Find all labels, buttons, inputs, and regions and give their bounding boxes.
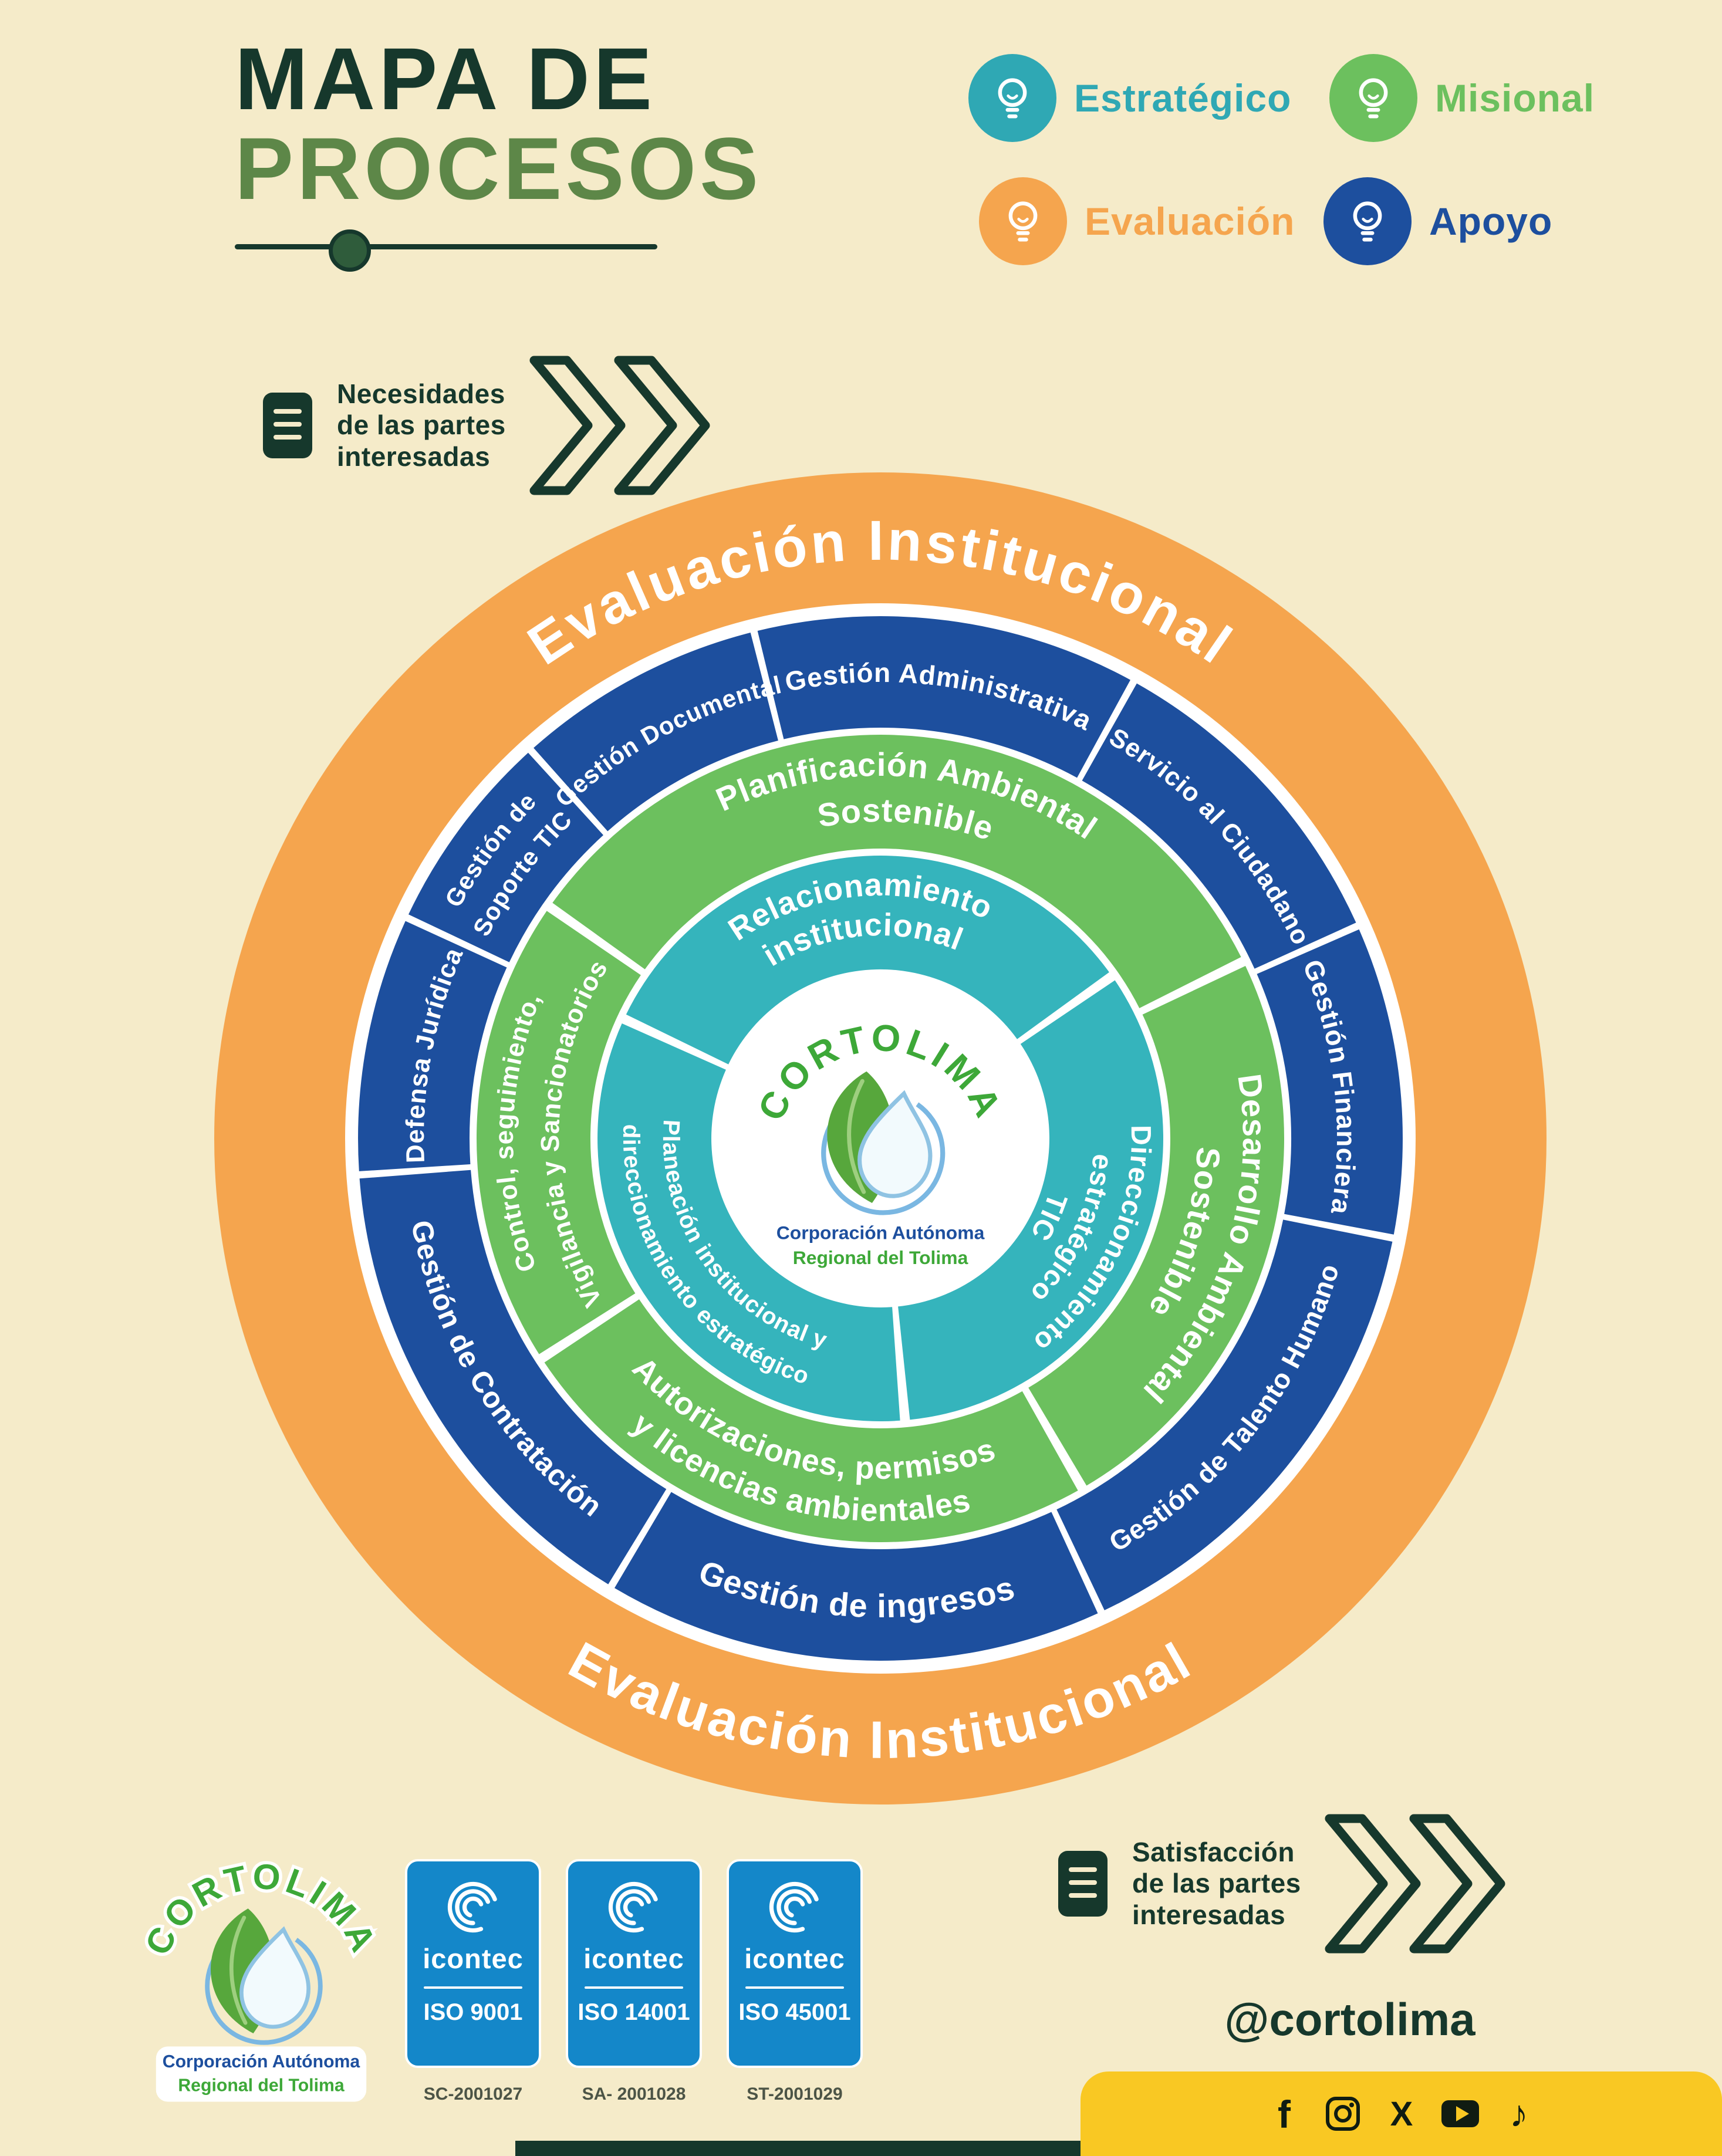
- legend-item-misional: Misional: [1329, 54, 1595, 142]
- satisfaction-text: Satisfacción de las partes interesadas: [1132, 1837, 1301, 1931]
- needs-block: Necesidades de las partes interesadas: [258, 352, 725, 499]
- certificate-code: ST-2001029: [747, 2084, 843, 2104]
- tiktok-icon[interactable]: ♪: [1510, 2093, 1528, 2135]
- logo-waterdrop-icon: [857, 1090, 933, 1198]
- segment-apoyo-6: [358, 921, 507, 1171]
- segment-misional-3: [477, 911, 641, 1354]
- segment-apoyo-0: [757, 616, 1130, 778]
- lightbulb-glyph: [1359, 78, 1388, 119]
- lightbulb-icon: [1323, 177, 1412, 265]
- needs-line: de las partes: [337, 410, 506, 441]
- legend-item-apoyo: Apoyo: [1323, 177, 1552, 265]
- segment-apoyo-2: [1257, 929, 1403, 1235]
- segment-misional-0: [552, 735, 1241, 1008]
- needs-line: Necesidades: [337, 378, 505, 409]
- segment-estrategico-2: [597, 1023, 900, 1421]
- lightbulb-icon: [1329, 54, 1417, 142]
- legend-item-estratgico: Estratégico: [968, 54, 1291, 142]
- document-icon: [1058, 1851, 1108, 1917]
- lightbulb-icon: [968, 54, 1056, 142]
- badge-divider: [745, 1986, 844, 1989]
- lightbulb-glyph: [1353, 201, 1382, 242]
- segment-estrategico-0: [626, 856, 1109, 1065]
- segment-apoyo-8: [534, 633, 778, 832]
- document-icon: [263, 393, 312, 458]
- page-title: MAPA DE PROCESOS: [235, 29, 762, 272]
- x-icon[interactable]: X: [1390, 2095, 1413, 2133]
- lightbulb-glyph: [1008, 201, 1038, 242]
- icontec-label: icontec: [583, 1943, 684, 1974]
- segment-estrategico-1: [898, 980, 1164, 1420]
- segment-misional-2: [544, 1299, 1078, 1543]
- title-rule-dot: [329, 229, 371, 272]
- segment-apoyo-4: [614, 1492, 1098, 1661]
- needs-text: Necesidades de las partes interesadas: [337, 379, 506, 472]
- lightbulb-icon: [979, 177, 1067, 265]
- segment-apoyo-3: [1056, 1219, 1393, 1610]
- double-chevron-icon: [529, 356, 710, 495]
- icontec-label: icontec: [744, 1943, 845, 1974]
- icontec-spiral-icon: [608, 1881, 658, 1933]
- logo-line2: Regional del Tolima: [793, 1247, 968, 1268]
- iso-standard-label: ISO 45001: [738, 1999, 851, 2025]
- svg-text:♪: ♪: [1510, 2093, 1528, 2135]
- logo-line1: Corporación Autónoma: [163, 2052, 360, 2071]
- double-chevron-icon: [1325, 1814, 1505, 1954]
- badge-divider: [585, 1986, 683, 1989]
- svg-text:X: X: [1390, 2095, 1413, 2133]
- logo-line2: Regional del Tolima: [178, 2076, 345, 2096]
- segment-misional-1: [1028, 966, 1285, 1486]
- satisfaction-block: Satisfacción de las partes interesadas: [1054, 1810, 1521, 1957]
- badge-divider: [424, 1986, 522, 1989]
- social-handle[interactable]: @cortolima: [1224, 1993, 1475, 2045]
- segment-apoyo-7: [408, 752, 603, 962]
- certificate-code: SC-2001027: [423, 2084, 523, 2104]
- youtube-icon[interactable]: [1441, 2100, 1479, 2127]
- segment-apoyo-5: [359, 1170, 667, 1584]
- logo-line1: Corporación Autónoma: [776, 1222, 985, 1243]
- logo-text-box: [156, 2046, 367, 2102]
- facebook-icon[interactable]: f: [1278, 2093, 1291, 2136]
- title-rule: [235, 229, 657, 272]
- legend-label: Apoyo: [1429, 200, 1553, 243]
- iso-standard-label: ISO 14001: [578, 1999, 690, 2025]
- satisfaction-line: interesadas: [1132, 1899, 1286, 1930]
- iso-standard-label: ISO 9001: [423, 1999, 523, 2025]
- certificate-code: SA- 2001028: [582, 2084, 686, 2104]
- social-bar: f X ♪: [1081, 2071, 1722, 2156]
- icontec-label: icontec: [423, 1943, 524, 1974]
- svg-text:f: f: [1278, 2093, 1291, 2136]
- instagram-icon[interactable]: [1325, 2097, 1360, 2131]
- icontec-spiral-icon: [769, 1881, 819, 1933]
- needs-line: interesadas: [337, 441, 491, 472]
- title-line1: MAPA DE: [235, 29, 656, 128]
- title-line2: PROCESOS: [235, 119, 762, 218]
- icontec-spiral-icon: [447, 1881, 497, 1933]
- legend-item-evaluacin: Evaluación: [979, 177, 1295, 265]
- satisfaction-line: de las partes: [1132, 1868, 1301, 1899]
- legend-label: Misional: [1435, 76, 1595, 120]
- lightbulb-glyph: [998, 78, 1027, 119]
- logo-waterdrop-icon: [239, 1926, 311, 2029]
- segment-apoyo-1: [1082, 683, 1356, 969]
- satisfaction-line: Satisfacción: [1132, 1836, 1295, 1867]
- legend-label: Evaluación: [1085, 200, 1295, 243]
- legend-label: Estratégico: [1074, 76, 1292, 120]
